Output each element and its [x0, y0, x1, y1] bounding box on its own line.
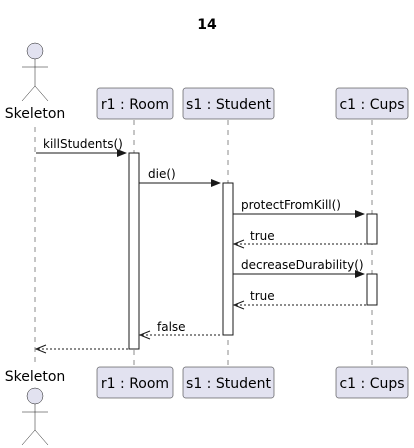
- participant-label: c1 : Cups: [339, 97, 404, 113]
- actor-bottom-body-icon: [21, 404, 49, 446]
- arrow-head-icon: [34, 344, 47, 354]
- message-kill-students: killStudents(): [36, 137, 127, 157]
- arrow-head-icon: [211, 179, 221, 187]
- message-label: killStudents(): [43, 137, 123, 151]
- actor-top-body-icon: [21, 59, 49, 102]
- arrow-head-icon: [355, 210, 365, 218]
- activation-r1: [128, 152, 140, 350]
- activation-c1-1: [366, 213, 378, 245]
- message-label: die(): [148, 167, 176, 181]
- message-die: die(): [139, 167, 221, 187]
- message-decrease-durability: decreaseDurability(): [233, 258, 365, 278]
- message-label: true: [250, 289, 275, 303]
- message-label: decreaseDurability(): [241, 258, 364, 272]
- message-return-true-2: true: [232, 289, 366, 310]
- participant-box: [335, 366, 409, 399]
- arrow-head-icon: [138, 330, 151, 340]
- arrow-head-icon: [232, 300, 245, 310]
- participant-r1-top: r1 : Room: [96, 87, 174, 120]
- message-label: false: [157, 320, 186, 334]
- message-return-skeleton: [34, 344, 128, 354]
- participant-box: [182, 87, 275, 120]
- message-label: protectFromKill(): [241, 198, 341, 212]
- participant-label: r1 : Room: [101, 97, 169, 113]
- activation-c1-2: [366, 273, 378, 306]
- participant-box: [335, 87, 409, 120]
- diagram-title: 14: [197, 17, 217, 33]
- participant-s1-bottom: s1 : Student: [182, 366, 275, 399]
- actor-bottom-label: Skeleton: [5, 369, 66, 385]
- participant-c1-bottom: c1 : Cups: [335, 366, 409, 399]
- message-protect-from-kill: protectFromKill(): [233, 198, 365, 218]
- activation-s1: [222, 182, 234, 336]
- message-label: true: [250, 229, 275, 243]
- actor-top: Skeleton: [5, 42, 66, 122]
- actor-bottom: Skeleton: [5, 369, 66, 446]
- actor-top-head-icon: [26, 42, 44, 60]
- participant-box: [96, 366, 174, 399]
- participant-box: [96, 87, 174, 120]
- participant-label: s1 : Student: [186, 376, 271, 392]
- participant-label: s1 : Student: [186, 97, 271, 113]
- arrow-head-icon: [355, 270, 365, 278]
- participant-c1-top: c1 : Cups: [335, 87, 409, 120]
- arrow-head-icon: [117, 149, 127, 157]
- message-return-true-1: true: [232, 229, 366, 249]
- participant-box: [182, 366, 275, 399]
- arrow-head-icon: [232, 239, 245, 249]
- participant-label: c1 : Cups: [339, 376, 404, 392]
- participant-r1-bottom: r1 : Room: [96, 366, 174, 399]
- message-return-false: false: [138, 320, 222, 340]
- participant-label: r1 : Room: [101, 376, 169, 392]
- actor-bottom-head-icon: [26, 387, 44, 405]
- actor-top-label: Skeleton: [5, 106, 66, 122]
- participant-s1-top: s1 : Student: [182, 87, 275, 120]
